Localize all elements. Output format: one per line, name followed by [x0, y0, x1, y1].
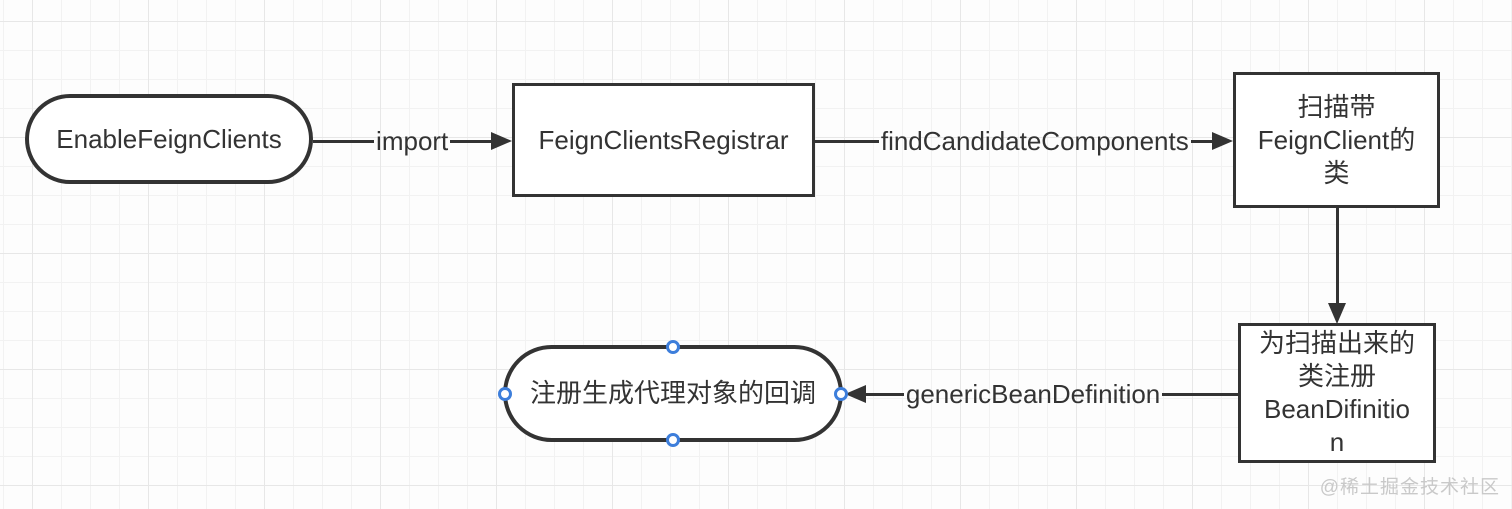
node-feign-clients-registrar[interactable]: FeignClientsRegistrar: [512, 83, 815, 197]
edge-line: [1162, 392, 1238, 396]
node-label: 扫描带FeignClient的类: [1257, 91, 1416, 188]
node-label: 为扫描出来的类注册BeanDifinition: [1259, 328, 1416, 457]
edge-generic-bean-definition[interactable]: genericBeanDefinition: [845, 378, 1238, 409]
arrowhead-right-icon: [491, 132, 512, 150]
edge-line: [1190, 139, 1212, 143]
node-label: EnableFeignClients: [56, 123, 282, 154]
edge-scan-to-register[interactable]: [1326, 208, 1348, 324]
arrowhead-down-icon: [1328, 303, 1346, 324]
juejin-watermark: @稀土掘金技术社区: [1319, 477, 1500, 498]
edge-generic-bean-definition-label: genericBeanDefinition: [905, 378, 1161, 409]
edge-line: [313, 139, 375, 143]
edge-line: [866, 392, 904, 396]
node-label: 注册生成代理对象的回调: [529, 378, 816, 408]
node-scan-feign-client-classes[interactable]: 扫描带FeignClient的类: [1233, 72, 1440, 208]
arrowhead-left-icon: [845, 385, 866, 403]
edge-find-candidate-components[interactable]: findCandidateComponents: [815, 125, 1233, 156]
edge-line: [815, 139, 879, 143]
edge-line: [450, 139, 491, 143]
node-enable-feign-clients[interactable]: EnableFeignClients: [25, 94, 313, 184]
node-register-bean-definition[interactable]: 为扫描出来的类注册BeanDifinition: [1238, 323, 1436, 463]
connection-handle-right[interactable]: [834, 386, 848, 401]
connection-handle-left[interactable]: [498, 386, 512, 401]
node-label: FeignClientsRegistrar: [538, 124, 789, 155]
connection-handle-top[interactable]: [666, 340, 680, 354]
edge-import-label: import: [376, 125, 449, 156]
edge-line: [1335, 208, 1339, 303]
node-register-proxy-callback[interactable]: 注册生成代理对象的回调: [498, 340, 848, 447]
connection-handle-bottom[interactable]: [666, 433, 680, 447]
edge-import[interactable]: import: [313, 125, 512, 156]
arrowhead-right-icon: [1212, 132, 1233, 150]
edge-find-candidate-components-label: findCandidateComponents: [880, 125, 1189, 156]
